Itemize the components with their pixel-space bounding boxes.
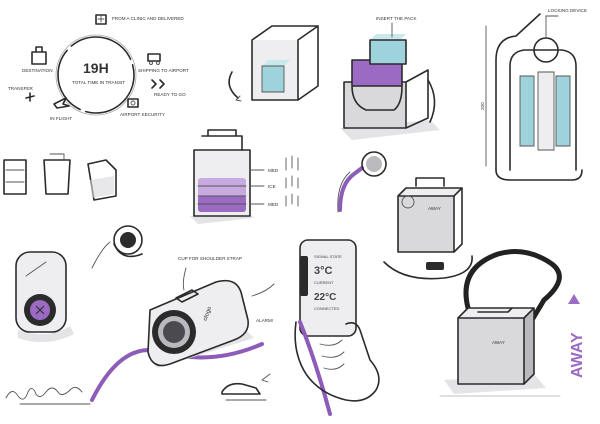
round-device-sketch: [15, 251, 74, 343]
journey-step-label: SHIPPING TO AIRPORT: [138, 68, 189, 73]
main-device-sketch: ologo ALARM! CUP FOR SHOULDER STRAP: [90, 256, 275, 402]
bag-logo: AWAY: [492, 340, 505, 345]
small-cooler-logo: AWAY: [428, 206, 441, 211]
step-transfer-icon: [25, 92, 35, 102]
insert-pack-sketch: INSERT THE PACK: [340, 16, 440, 140]
alarm-note: ALARM!: [256, 318, 273, 323]
journey-step-label: DESTINATION: [22, 68, 53, 73]
step-flight-icon: [53, 97, 70, 109]
locking-dimension: 200: [480, 102, 485, 110]
pack-thumbnails: [3, 153, 117, 201]
phone-temp-big: 3°C: [314, 265, 333, 277]
step-ready-icon: [151, 79, 165, 89]
locking-device-label: LOCKING DEVICE: [548, 8, 587, 13]
phone-line-2: CURRENT: [314, 280, 334, 285]
holder-sketch: [228, 25, 319, 102]
lens-sketch: [91, 225, 143, 269]
phone-temp-small: 22°C: [314, 292, 336, 303]
journey-center-time: 19H: [83, 60, 109, 76]
locking-device-sketch: 200 LOCKING DEVICE: [480, 8, 587, 181]
phone-line-1: SIGNAL STATE: [314, 254, 342, 259]
journey-wheel: 19H TOTAL TIME IN TRANSIT FROM A CLINIC …: [8, 14, 189, 121]
journey-step-label: IN FLIGHT: [50, 116, 72, 121]
journey-step-label: FROM A CLINIC AND DELIVERED: [112, 16, 184, 21]
strap-cup-note: CUP FOR SHOULDER STRAP: [178, 256, 242, 261]
chamber-label: MED: [268, 168, 279, 173]
small-cooler-sketch: AWAY: [383, 177, 473, 280]
insert-pack-label: INSERT THE PACK: [376, 16, 417, 21]
chambers-sketch: MED ICE MED: [190, 129, 299, 224]
journey-center-caption: TOTAL TIME IN TRANSIT: [72, 80, 125, 85]
brand-text: AWAY: [569, 332, 586, 378]
chamber-label: ICE: [268, 184, 276, 189]
device-logo: ologo: [203, 305, 214, 321]
artist-signature: [5, 387, 91, 405]
phone-hand-sketch: SIGNAL STATE 3°C CURRENT 22°C CONNECTED: [294, 239, 380, 416]
step-security-icon: [127, 98, 139, 108]
journey-step-label: TRANSFER: [8, 86, 33, 91]
journey-step-label: READY TO GO: [154, 92, 186, 97]
detail-sketch: [221, 373, 271, 401]
big-bag-sketch: AWAY: [439, 249, 562, 397]
phone-line-3: CONNECTED: [314, 306, 339, 311]
dial-strap-sketch: [337, 151, 387, 213]
step-clinic-icon: [95, 14, 107, 25]
chamber-label: MED: [268, 202, 279, 207]
step-destination-icon: [31, 46, 47, 65]
step-shipping-icon: [147, 53, 161, 65]
journey-step-label: AIRPORT SECURITY: [120, 112, 165, 117]
brand-wordmark: AWAY: [568, 294, 586, 378]
